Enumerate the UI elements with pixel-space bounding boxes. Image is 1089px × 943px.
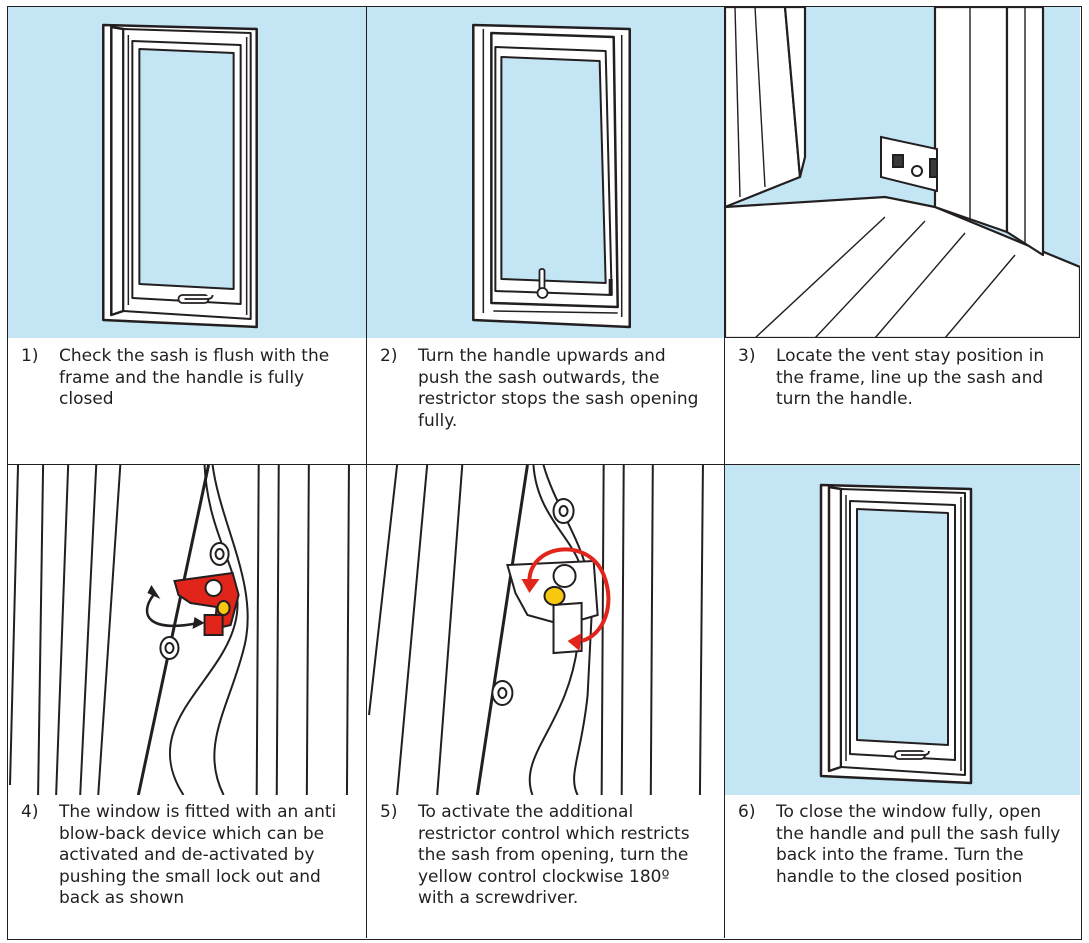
step-text: To activate the additional restrictor co… xyxy=(418,802,724,910)
step-5-panel: 5) To activate the additional restrictor… xyxy=(367,465,725,938)
step-number: 3) xyxy=(725,346,776,411)
closed-window-illustration xyxy=(725,465,1080,795)
step-4-panel: 4) The window is fitted with an anti blo… xyxy=(8,465,367,938)
blow-back-lock-illustration xyxy=(8,465,366,795)
closed-window-illustration xyxy=(8,7,366,338)
opened-window-illustration xyxy=(367,7,724,338)
step-number: 5) xyxy=(367,802,418,910)
step-1-panel: 1) Check the sash is flush with the fram… xyxy=(8,7,367,465)
step-text: Turn the handle upwards and push the sas… xyxy=(418,346,724,432)
step-5-caption: 5) To activate the additional restrictor… xyxy=(367,802,724,910)
step-3-caption: 3) Locate the vent stay position in the … xyxy=(725,346,1080,411)
step-number: 2) xyxy=(367,346,418,432)
vent-stay-illustration xyxy=(725,7,1080,338)
step-2-caption: 2) Turn the handle upwards and push the … xyxy=(367,346,724,432)
step-6-panel: 6) To close the window fully, open the h… xyxy=(725,465,1080,938)
steps-grid: 1) Check the sash is flush with the fram… xyxy=(7,6,1082,940)
step-number: 4) xyxy=(8,802,59,910)
step-2-panel: 2) Turn the handle upwards and push the … xyxy=(367,7,725,465)
step-text: Locate the vent stay position in the fra… xyxy=(776,346,1080,411)
restrictor-control-illustration xyxy=(367,465,724,795)
step-1-caption: 1) Check the sash is flush with the fram… xyxy=(8,346,366,411)
step-text: Check the sash is flush with the frame a… xyxy=(59,346,366,411)
step-3-panel: 3) Locate the vent stay position in the … xyxy=(725,7,1080,465)
step-text: The window is fitted with an anti blow-b… xyxy=(59,802,366,910)
step-6-caption: 6) To close the window fully, open the h… xyxy=(725,802,1080,888)
step-text: To close the window fully, open the hand… xyxy=(776,802,1080,888)
step-4-caption: 4) The window is fitted with an anti blo… xyxy=(8,802,366,910)
step-number: 1) xyxy=(8,346,59,411)
step-number: 6) xyxy=(725,802,776,888)
